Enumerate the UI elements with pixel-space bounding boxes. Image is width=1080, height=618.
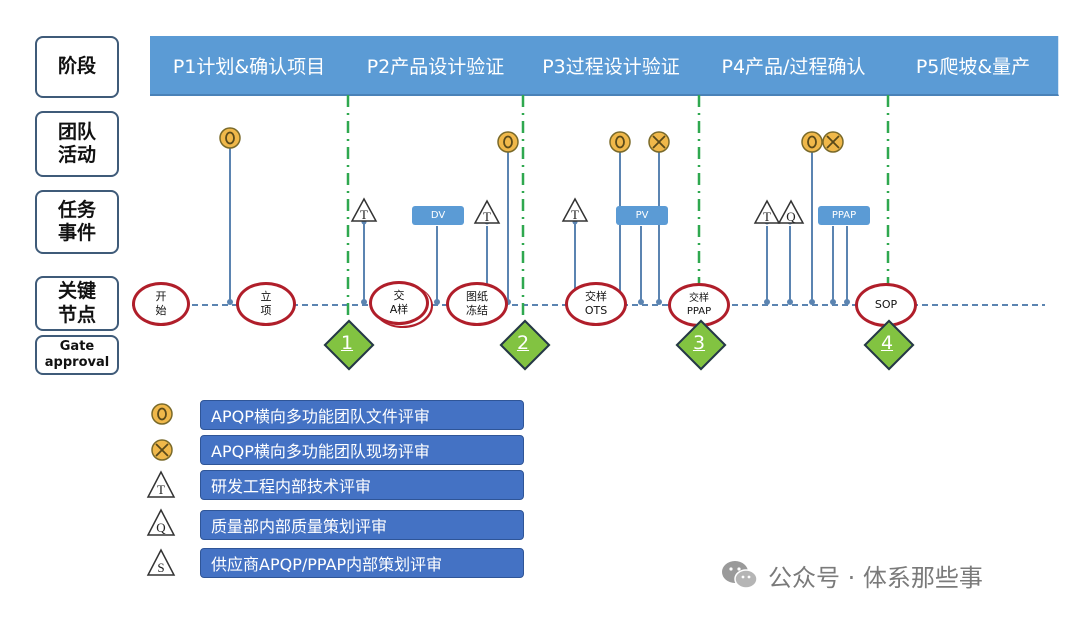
legend-doc-review: APQP横向多功能团队文件评审 xyxy=(200,400,524,430)
svg-text:T: T xyxy=(571,207,579,222)
milestone-ots-sample: 交样 OTS xyxy=(565,282,627,326)
triangle-t-icon xyxy=(561,197,589,222)
svg-text:Q: Q xyxy=(156,520,166,535)
milestone-a-sample: 交 A样 xyxy=(369,281,429,325)
circle-o-icon xyxy=(151,403,173,425)
legend-supplier-review: 供应商APQP/PPAP内部策划评审 xyxy=(200,548,524,578)
svg-text:Q: Q xyxy=(786,209,796,224)
svg-text:T: T xyxy=(763,209,771,224)
watermark-text: 公众号 · 体系那些事 xyxy=(768,563,983,592)
svg-text:S: S xyxy=(157,560,164,575)
phase-p1: P1计划&确认项目 xyxy=(150,36,349,96)
gate-number-2: 2 xyxy=(516,332,530,354)
gate-number-3: 3 xyxy=(692,332,706,354)
triangle-t-icon xyxy=(753,199,781,224)
circle-o-icon xyxy=(497,131,519,153)
legend-site-review: APQP横向多功能团队现场评审 xyxy=(200,435,524,465)
legend-symbols: T Q S xyxy=(146,403,176,576)
task-box-ppap: PPAP xyxy=(818,206,870,225)
phase-p4: P4产品/过程确认 xyxy=(699,36,889,96)
triangle-t-icon xyxy=(350,197,378,222)
svg-text:T: T xyxy=(157,482,165,497)
wechat-icon xyxy=(722,561,758,589)
circle-o-icon xyxy=(219,127,241,149)
row-label-key: 关键 节点 xyxy=(35,276,119,331)
phase-p5: P5爬坡&量产 xyxy=(888,36,1059,96)
triangle-s-icon xyxy=(146,548,176,576)
circle-o-markers xyxy=(219,127,823,153)
legend-tech-review: 研发工程内部技术评审 xyxy=(200,470,524,500)
milestone-sop: SOP xyxy=(855,283,917,327)
watermark: 公众号 · 体系那些事 xyxy=(720,556,983,594)
legend-quality-review: 质量部内部质量策划评审 xyxy=(200,510,524,540)
phase-p2: P2产品设计验证 xyxy=(348,36,524,96)
row-label-task: 任务 事件 xyxy=(35,190,119,254)
row-label-team: 团队 活动 xyxy=(35,111,119,177)
task-box-pv: PV xyxy=(616,206,668,225)
triangle-q-icon xyxy=(777,199,805,224)
svg-text:T: T xyxy=(360,207,368,222)
gate-number-1: 1 xyxy=(340,332,354,354)
row-label-stage: 阶段 xyxy=(35,36,119,98)
circle-o-icon xyxy=(609,131,631,153)
gate-number-4: 4 xyxy=(880,332,894,354)
triangle-t-icon xyxy=(473,199,501,224)
svg-text:T: T xyxy=(483,209,491,224)
milestone-drawing-freeze: 图纸 冻结 xyxy=(446,282,508,326)
milestone-project-approval: 立 项 xyxy=(236,282,296,326)
milestone-start: 开 始 xyxy=(132,282,190,326)
triangle-t-icon xyxy=(146,470,176,498)
row-label-gate: Gate approval xyxy=(35,335,119,375)
circle-o-icon xyxy=(801,131,823,153)
triangle-q-icon xyxy=(146,508,176,536)
task-box-dv: DV xyxy=(412,206,464,225)
